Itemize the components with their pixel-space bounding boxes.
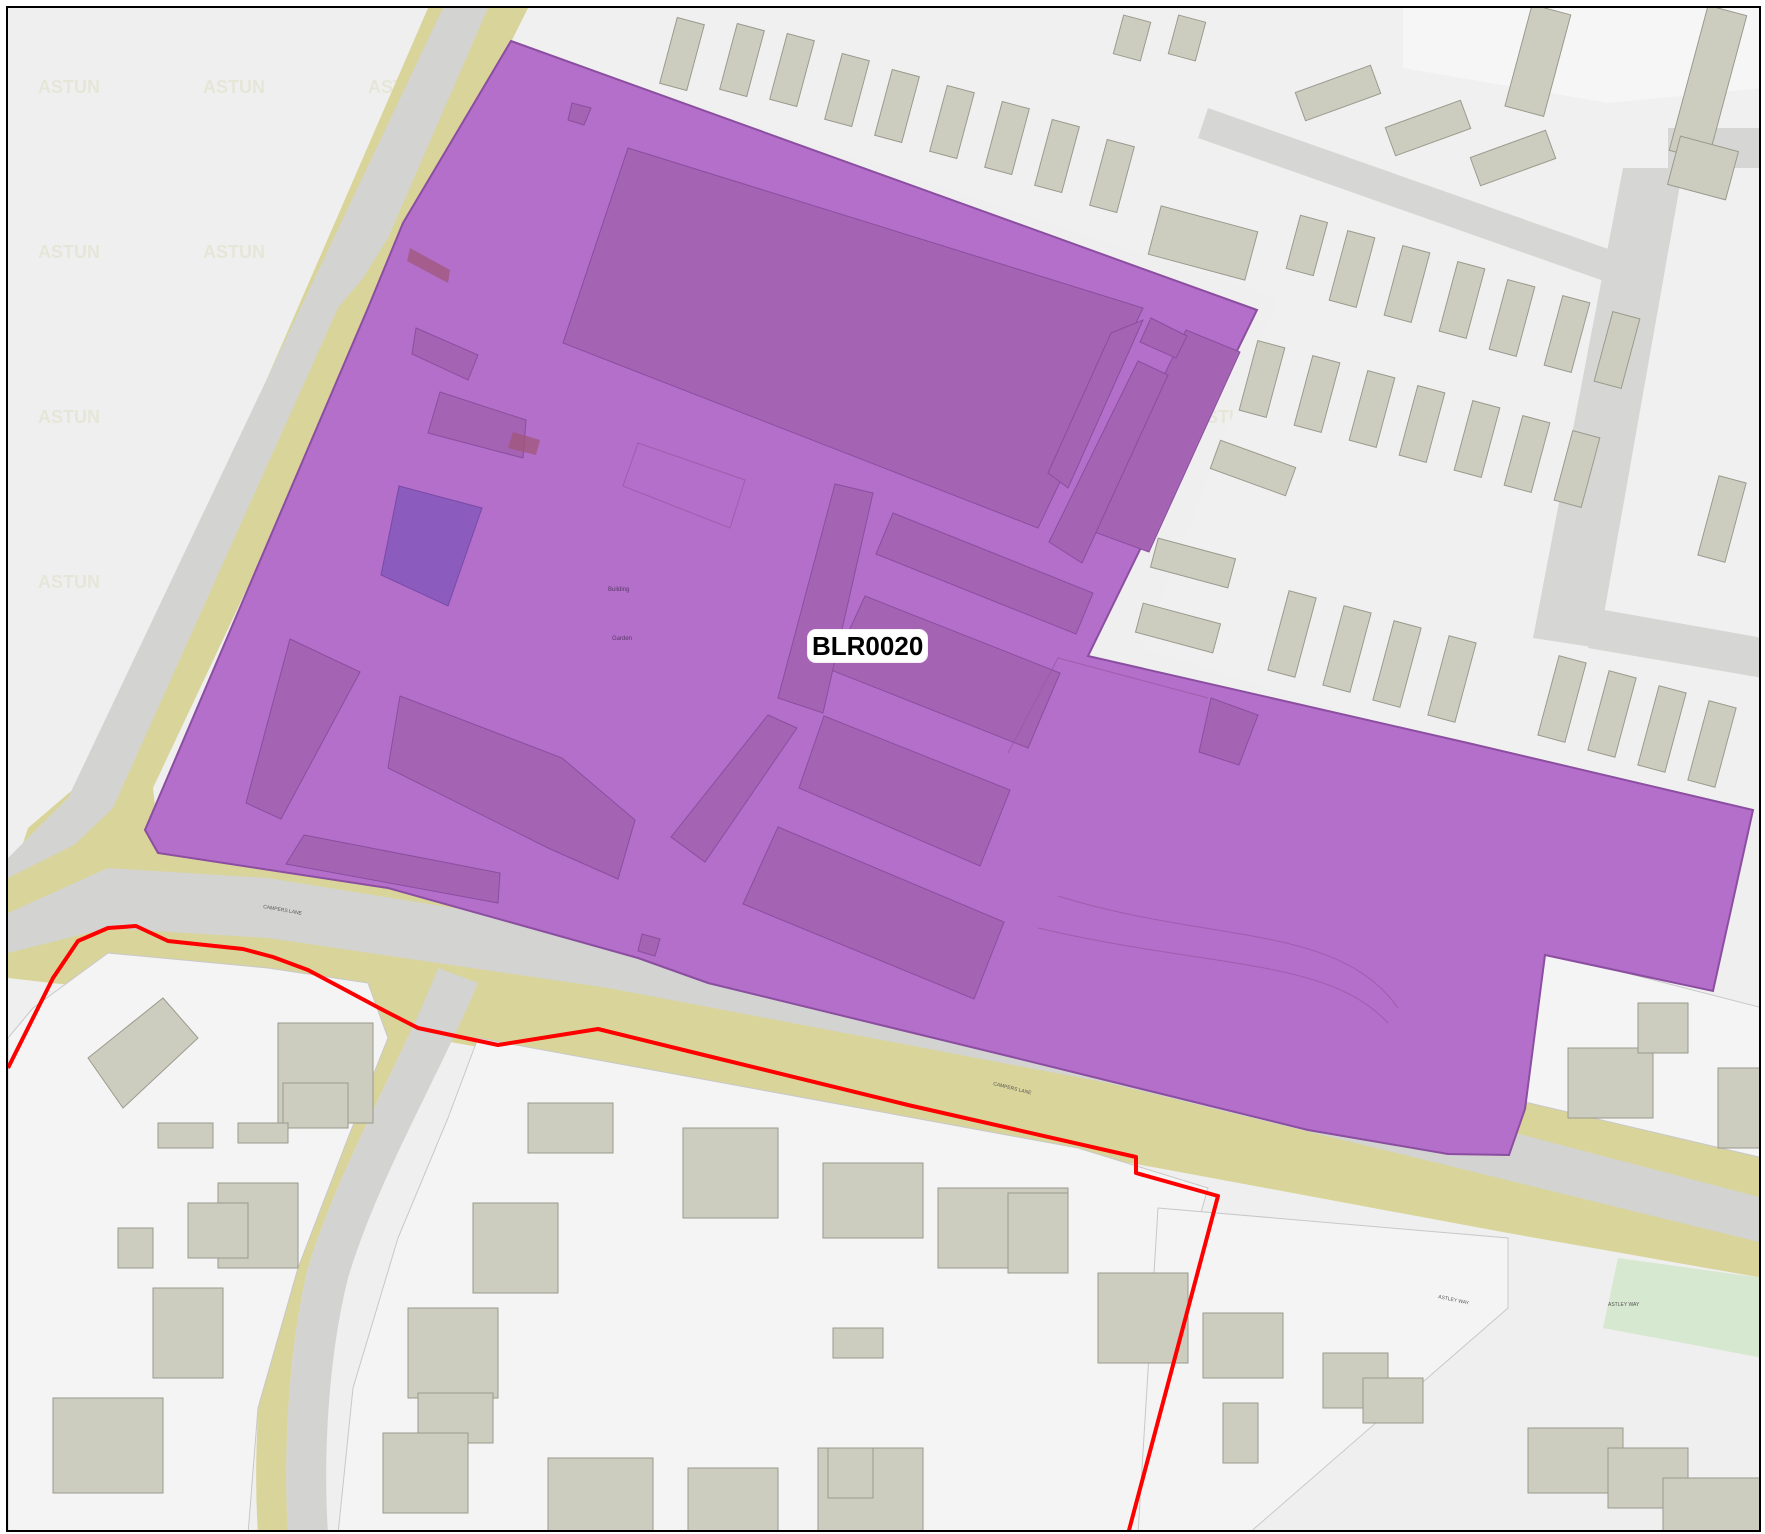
map-frame[interactable]: ASTUN ASTUN ASTUN ASTUN ASTUN ASTUN ASTU… bbox=[6, 6, 1761, 1532]
car-park-bays bbox=[659, 8, 1748, 788]
boundary-line bbox=[8, 924, 1220, 1530]
site-label-garden: Garden bbox=[612, 636, 632, 642]
svg-text:ASTUN: ASTUN bbox=[203, 77, 265, 97]
green-space bbox=[1603, 1258, 1759, 1358]
site-label-building: Building bbox=[608, 587, 629, 593]
road-campers-lane bbox=[8, 868, 1759, 1243]
svg-text:ASTUN: ASTUN bbox=[38, 77, 100, 97]
svg-text:ASTUN: ASTUN bbox=[38, 407, 100, 427]
map-canvas[interactable]: ASTUN ASTUN ASTUN ASTUN ASTUN ASTUN ASTU… bbox=[8, 8, 1761, 1532]
svg-text:ASTUN: ASTUN bbox=[38, 242, 100, 262]
site-internal-lines bbox=[622, 442, 1399, 1024]
street-label-astley-way-1: ASTLEY WAY bbox=[1608, 1302, 1640, 1308]
car-park-roads bbox=[1198, 108, 1759, 678]
svg-text:ASTUN: ASTUN bbox=[38, 572, 100, 592]
site-special-building bbox=[380, 485, 483, 607]
side-road-west bbox=[286, 968, 478, 1530]
site-polygon-blr0020[interactable] bbox=[143, 39, 1755, 1157]
plot bbox=[1403, 8, 1759, 103]
site-label: BLR0020 bbox=[808, 630, 928, 662]
svg-text:ASTUN: ASTUN bbox=[203, 242, 265, 262]
site-access-strips bbox=[407, 248, 540, 455]
road-west bbox=[8, 8, 488, 908]
site-buildings bbox=[245, 102, 1259, 1000]
residential-buildings bbox=[52, 997, 1759, 1530]
